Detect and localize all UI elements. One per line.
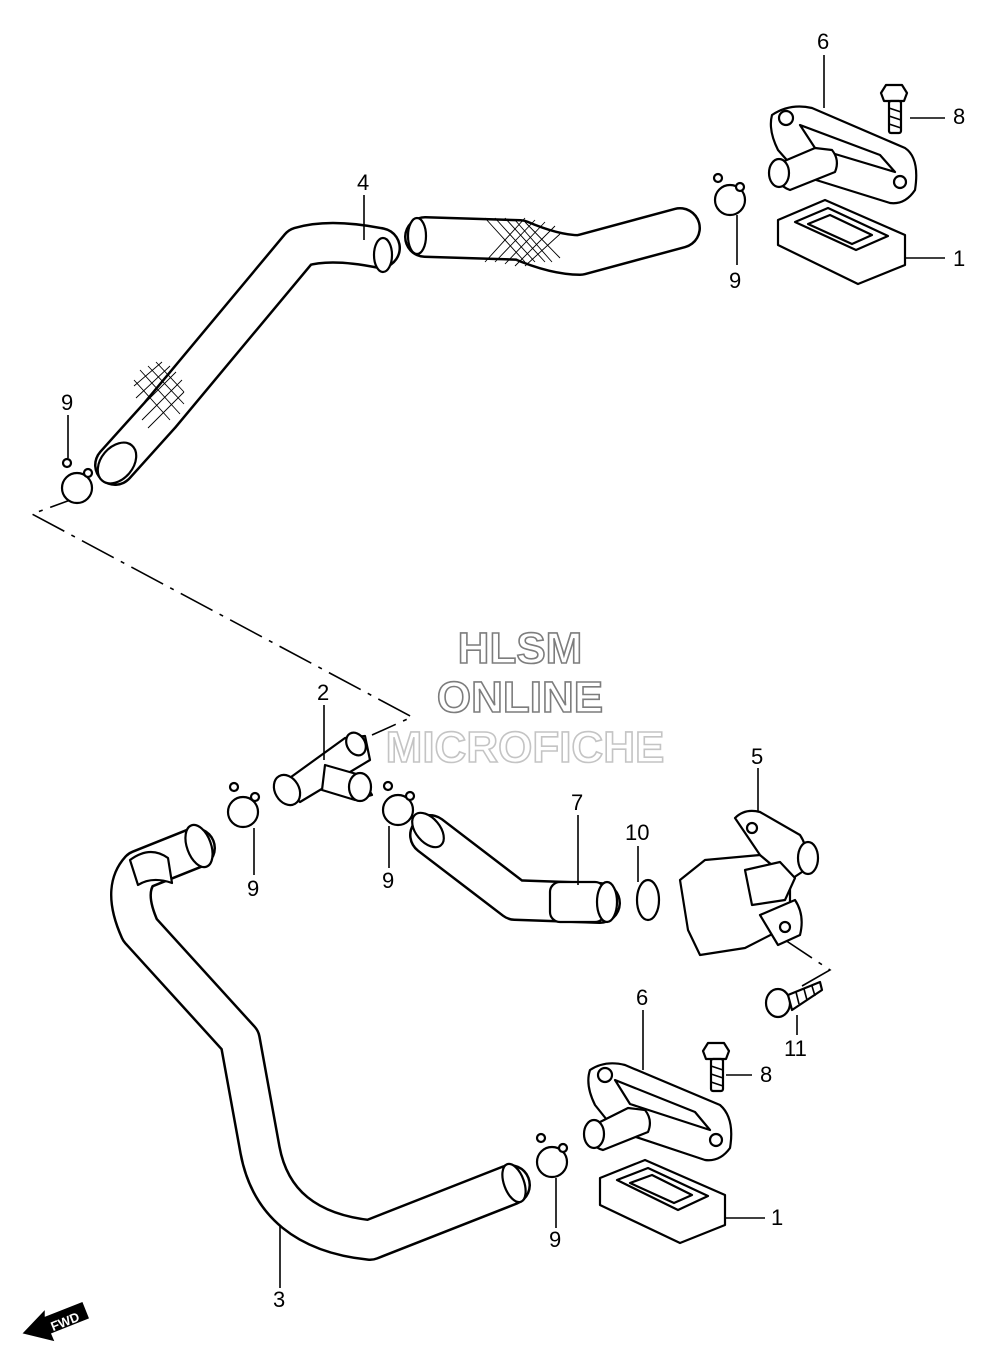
callout-1-top: 1 (953, 246, 965, 271)
assembly-dashed-line (30, 494, 414, 736)
hose-4-end (96, 441, 138, 485)
fwd-arrow: FWD (22, 1302, 89, 1342)
hose-7 (409, 811, 621, 924)
air-control-valve-5 (678, 809, 820, 957)
clip-mid-left (226, 781, 261, 829)
reed-gasket-upper (776, 198, 907, 286)
o-ring-10 (635, 878, 661, 922)
clip-mid-right (381, 780, 416, 827)
callout-6-bottom: 6 (636, 985, 648, 1010)
callout-11: 11 (784, 1036, 807, 1061)
callout-7: 7 (571, 790, 583, 815)
callout-8-bottom: 8 (760, 1062, 772, 1087)
callout-5: 5 (751, 744, 763, 769)
joint-2 (272, 731, 374, 807)
leader-lines (67, 55, 945, 1288)
hose-3 (110, 823, 531, 1261)
hose-4-end-left (406, 216, 428, 256)
clip-bottom (535, 1132, 569, 1179)
callout-6-top: 6 (817, 29, 829, 54)
callout-2: 2 (317, 680, 329, 705)
clip-upper-right (712, 172, 747, 217)
watermark: HLSM ONLINE MICROFICHE (385, 623, 665, 773)
reed-gasket-lower (598, 1158, 727, 1245)
callout-9-mid-left: 9 (247, 876, 259, 901)
hose-4 (94, 207, 701, 486)
reed-valve-cover-upper (767, 105, 918, 205)
callout-8-top: 8 (953, 104, 965, 129)
callout-9-left: 9 (61, 390, 73, 415)
callout-10: 10 (625, 820, 649, 845)
callout-4: 4 (357, 170, 369, 195)
watermark-line-3: MICROFICHE (386, 723, 665, 772)
screw-11 (764, 980, 824, 1019)
hose-4-mesh-lower (133, 361, 185, 429)
callout-9-bottom: 9 (549, 1227, 561, 1252)
fwd-label: FWD (48, 1309, 81, 1334)
hose-4-end-upper (372, 236, 394, 274)
watermark-line-2: ONLINE (437, 673, 603, 722)
clip-left (60, 457, 94, 505)
bolt-upper (879, 83, 909, 135)
reed-valve-cover-lower (582, 1062, 733, 1162)
callout-3: 3 (273, 1287, 285, 1312)
watermark-line-1: HLSM (458, 624, 583, 673)
callouts: 6 8 1 9 4 9 2 5 7 10 9 9 11 6 8 1 9 3 (61, 29, 965, 1312)
callout-9-mid-right: 9 (382, 868, 394, 893)
bolt-lower (701, 1041, 731, 1093)
screw-dashed-line (781, 937, 832, 987)
callout-1-bottom: 1 (771, 1205, 783, 1230)
hose-4-mesh-upper (484, 217, 561, 267)
callout-9-top-right: 9 (729, 268, 741, 293)
